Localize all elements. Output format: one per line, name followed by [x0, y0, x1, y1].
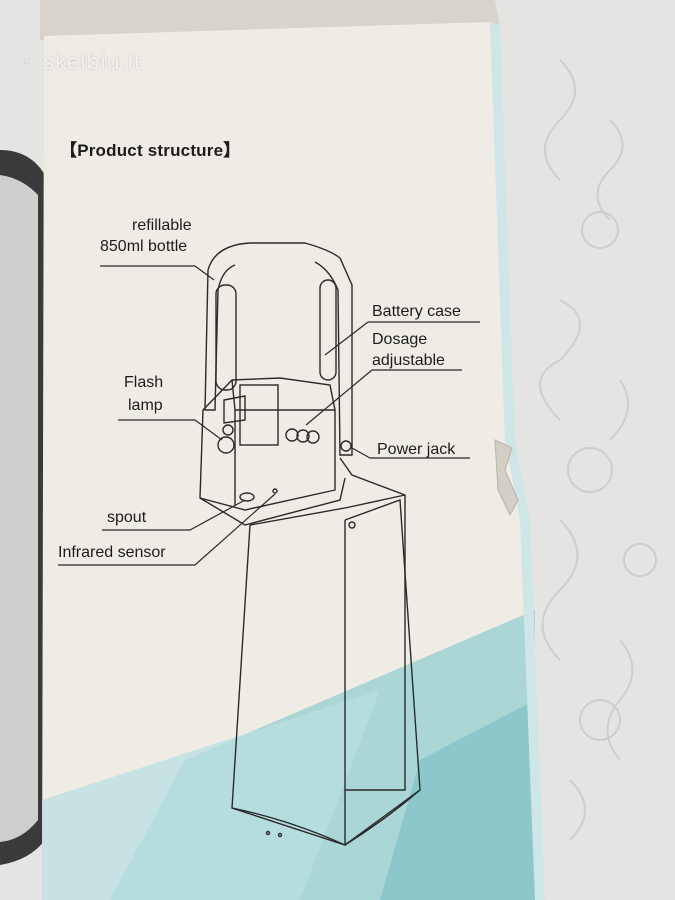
watermark-text: skelbiu.lt: [43, 50, 143, 74]
bottle-label-line1: refillable: [132, 217, 192, 234]
battery-case-label: Battery case: [372, 303, 461, 320]
dosage-button-1: [285, 428, 299, 442]
battery-case: [239, 384, 279, 446]
dispenser-illustration: [199, 242, 421, 846]
spout-label: spout: [107, 509, 147, 526]
flash-label-line2: lamp: [128, 397, 163, 414]
product-structure-title: 【Product structure】: [60, 141, 241, 160]
lace-pattern: [539, 59, 657, 841]
bottle-window-right: [319, 279, 337, 381]
infrared-sensor-label: Infrared sensor: [58, 544, 166, 561]
dots-logo-icon: ⁘: [18, 50, 44, 74]
dosage-button-2: [296, 429, 310, 443]
dosage-label-line1: Dosage: [372, 331, 428, 348]
dosage-label-line2: adjustable: [372, 352, 445, 369]
watermark: ⁘ skelbiu.lt: [18, 50, 143, 74]
box-right-edge: [490, 22, 545, 900]
dosage-button-3: [306, 430, 320, 444]
dark-object-inner: [0, 175, 38, 842]
flash-label-line1: Flash: [124, 374, 164, 391]
power-jack: [340, 440, 352, 452]
bottle-window-left: [215, 284, 237, 391]
flash-lamp: [217, 436, 235, 454]
teal-band-dark: [380, 700, 535, 900]
teal-band-left: [42, 690, 380, 900]
spout: [239, 492, 255, 502]
box-tear: [494, 439, 519, 517]
bottle-label-line2: 850ml bottle: [100, 238, 188, 255]
bottle-outline: [207, 242, 353, 456]
box-top-flap: [40, 0, 500, 40]
stand-body: [231, 520, 346, 846]
infrared-sensor: [272, 488, 278, 494]
power-jack-label: Power jack: [377, 441, 456, 458]
leader-lines: [58, 265, 480, 566]
